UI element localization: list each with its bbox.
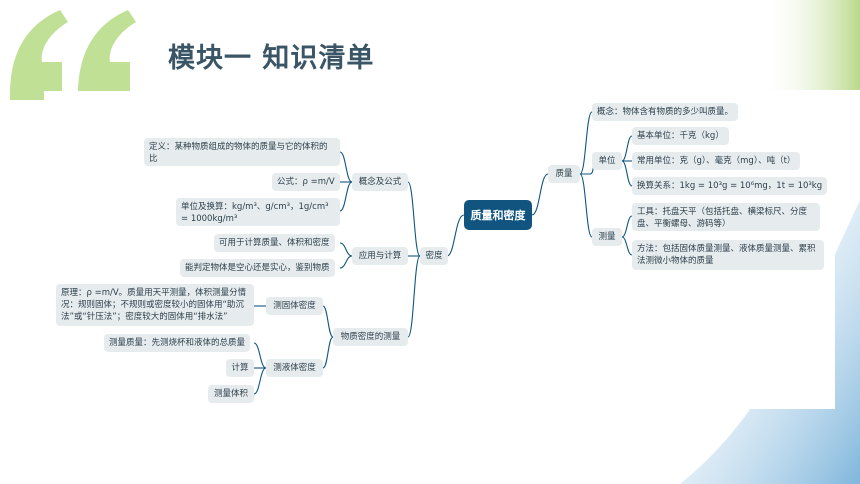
quote-mark-decoration xyxy=(10,10,136,100)
node-concept-formula[interactable]: 公式：ρ =m/V xyxy=(272,173,340,191)
node-concept-units[interactable]: 单位及换算：kg/m³、g/cm³，1g/cm³ = 1000kg/m³ xyxy=(176,198,340,226)
node-density[interactable]: 密度 xyxy=(420,247,448,265)
node-liquid-calc[interactable]: 计算 xyxy=(226,359,254,377)
node-unit-basic[interactable]: 基本单位：千克（kg） xyxy=(632,127,729,145)
node-density-application[interactable]: 应用与计算 xyxy=(352,247,408,265)
node-mass[interactable]: 质量 xyxy=(548,165,580,183)
node-density-measurement[interactable]: 物质密度的测量 xyxy=(333,328,408,346)
background-gradient-decoration xyxy=(680,0,860,484)
root-node[interactable]: 质量和密度 xyxy=(464,200,532,230)
node-mass-unit[interactable]: 单位 xyxy=(592,152,622,170)
node-measure-method[interactable]: 方法：包括固体质量测量、液体质量测量、累积法测微小物体的质量 xyxy=(632,240,824,270)
node-measure-solid[interactable]: 测固体密度 xyxy=(266,297,323,315)
node-mass-concept[interactable]: 概念：物体含有物质的多少叫质量。 xyxy=(592,103,739,121)
node-density-concept[interactable]: 概念及公式 xyxy=(352,173,408,191)
node-concept-definition[interactable]: 定义：某种物质组成的物体的质量与它的体积的比 xyxy=(144,138,340,166)
node-measure-liquid[interactable]: 测液体密度 xyxy=(266,359,323,377)
node-mass-measure[interactable]: 测量 xyxy=(592,228,622,246)
node-liquid-volume[interactable]: 测量体积 xyxy=(208,385,254,403)
node-measure-tool[interactable]: 工具：托盘天平（包括托盘、横梁标尺、分度盘、平衡螺母、游码等） xyxy=(632,203,820,231)
node-application-item2[interactable]: 能判定物体是空心还是实心，鉴别物质 xyxy=(180,259,335,277)
node-unit-conversion[interactable]: 换算关系：1kg = 10³g = 10⁶mg，1t = 10³kg xyxy=(632,177,828,195)
node-unit-common[interactable]: 常用单位：克（g）、毫克（mg）、吨（t） xyxy=(632,152,801,170)
node-application-item1[interactable]: 可用于计算质量、体积和密度 xyxy=(214,234,335,252)
node-liquid-mass[interactable]: 测量质量：先测烧杯和液体的总质量 xyxy=(104,334,251,352)
slide-title: 模块一 知识清单 xyxy=(168,43,375,74)
node-solid-principle[interactable]: 原理：ρ =m/V。质量用天平测量，体积测量分情况：规则固体；不规则或密度较小的… xyxy=(56,284,254,326)
